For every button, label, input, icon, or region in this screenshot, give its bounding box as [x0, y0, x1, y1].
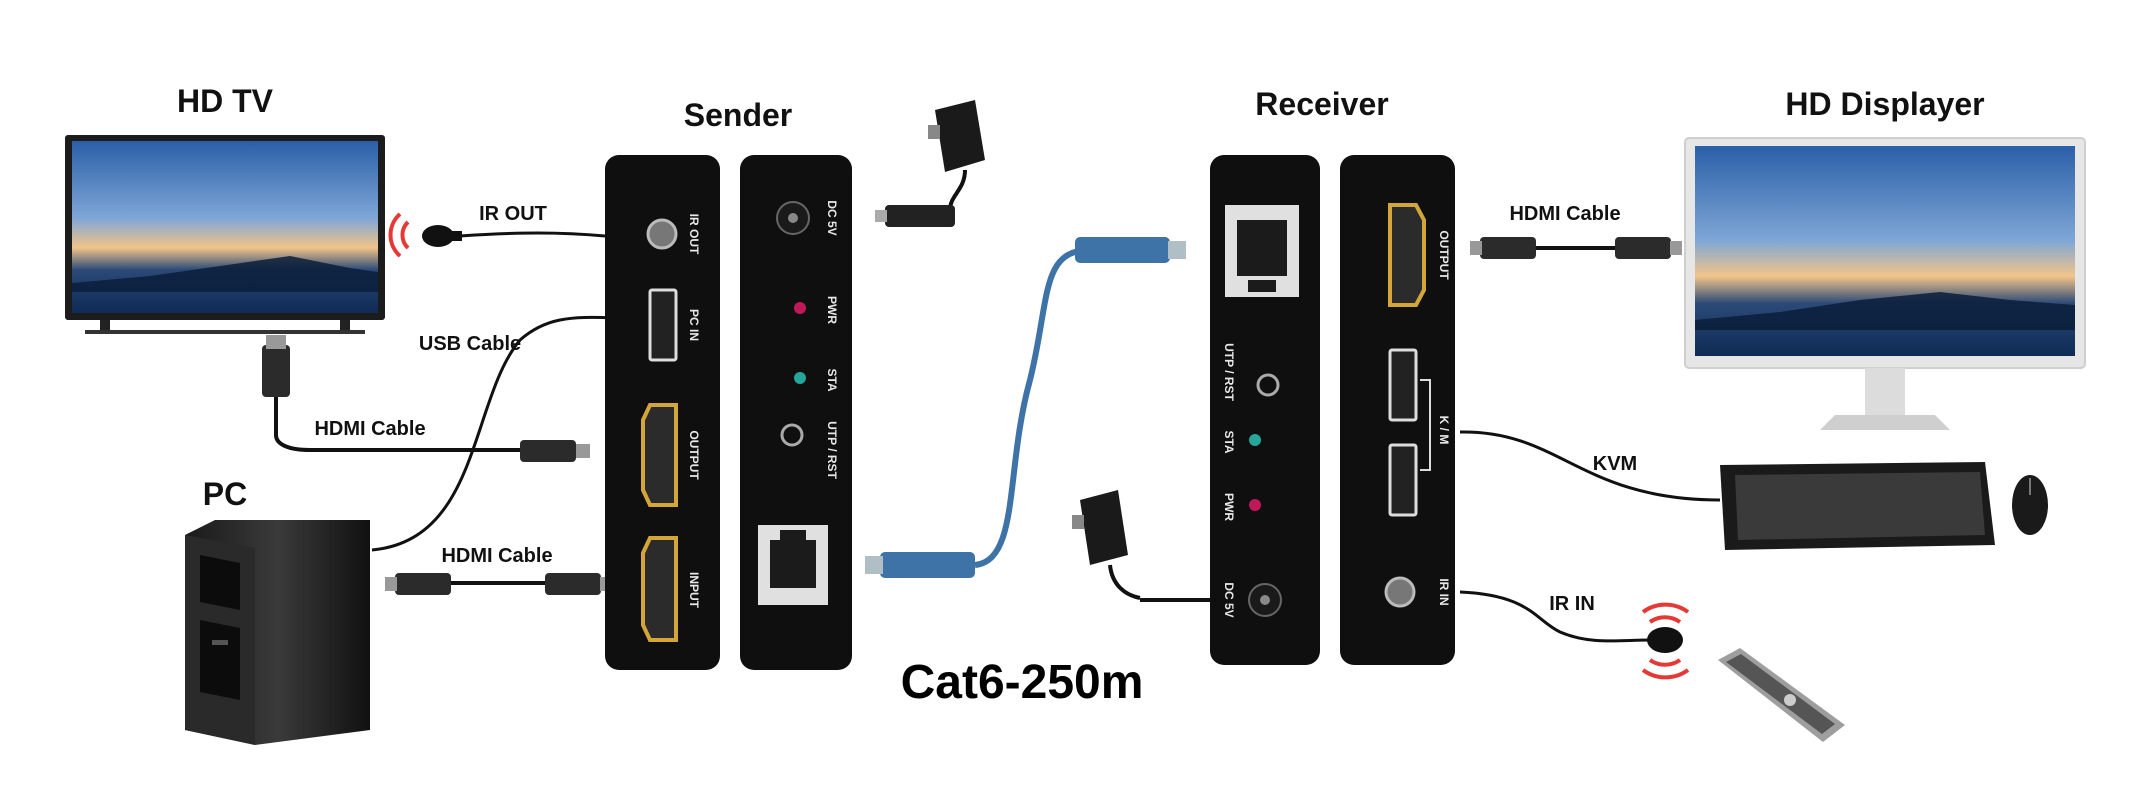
receiver-port-output: OUTPUT: [1437, 230, 1451, 280]
sender-port-dc-5v: DC 5V: [825, 200, 839, 235]
usb-cable: [371, 315, 616, 552]
mouse: [2012, 475, 2048, 535]
sender-led-pwr: PWR: [825, 296, 839, 324]
label-cat6-distance: Cat6-250m: [901, 656, 1144, 709]
hdmi-plugs: [262, 237, 1682, 595]
receiver-port-ir-in: IR IN: [1437, 578, 1451, 605]
cat6-cable: [974, 247, 1091, 568]
sender-port-ir-out: IR OUT: [687, 214, 701, 255]
heading-sender: Sender: [684, 97, 792, 133]
sender-port-utp-rst: UTP / RST: [825, 421, 839, 479]
label-hdmi-cable-tv: HDMI Cable: [314, 418, 425, 440]
label-hdmi-cable-display: HDMI Cable: [1509, 203, 1620, 225]
hdmi-cable-tv-to-sender: [274, 395, 540, 452]
label-ir-out: IR OUT: [479, 203, 547, 225]
receiver-led-pwr: PWR: [1222, 493, 1236, 521]
receiver-power-adapter: [1072, 490, 1141, 600]
rj45-plugs: [865, 237, 1186, 578]
ir-out-cable: [459, 231, 606, 238]
ir-emitter: [388, 212, 462, 258]
keyboard: [1720, 462, 1995, 550]
sender-led-sta: STA: [825, 368, 839, 391]
sender-power-adapter: [875, 100, 985, 227]
pc-tower: [185, 520, 370, 745]
receiver-port-dc-5v: DC 5V: [1222, 582, 1236, 617]
label-hdmi-cable-pc: HDMI Cable: [441, 545, 552, 567]
receiver-port-km: K / M: [1437, 416, 1451, 445]
heading-hd-displayer: HD Displayer: [1785, 86, 1984, 122]
receiver-panel-right: OUTPUT K / M IR IN: [1340, 155, 1455, 665]
label-ir-in: IR IN: [1549, 593, 1595, 615]
heading-receiver: Receiver: [1255, 86, 1388, 122]
receiver-panel-left: UTP / RST STA PWR DC 5V: [1210, 155, 1320, 665]
cables: [274, 231, 1721, 643]
remote-control: [1718, 648, 1845, 742]
hd-displayer-monitor: [1684, 137, 2086, 430]
heading-hd-tv: HD TV: [177, 83, 274, 119]
ir-receiver: [1641, 602, 1690, 680]
kvm-cable: [1459, 430, 1721, 502]
label-usb-cable: USB Cable: [419, 333, 521, 355]
sender-port-input: INPUT: [687, 572, 701, 609]
receiver-led-sta: STA: [1222, 430, 1236, 453]
sender-port-pc-in: PC IN: [687, 309, 701, 341]
sender-port-output: OUTPUT: [687, 430, 701, 480]
sender-panel-left: IR OUT PC IN OUTPUT INPUT: [605, 155, 720, 670]
ir-in-cable: [1459, 590, 1651, 643]
heading-pc: PC: [203, 476, 247, 512]
sender-panel-right: DC 5V PWR STA UTP / RST: [740, 155, 852, 670]
hd-tv: [65, 135, 385, 334]
receiver-port-utp-rst: UTP / RST: [1222, 343, 1236, 401]
label-kvm: KVM: [1593, 453, 1637, 475]
